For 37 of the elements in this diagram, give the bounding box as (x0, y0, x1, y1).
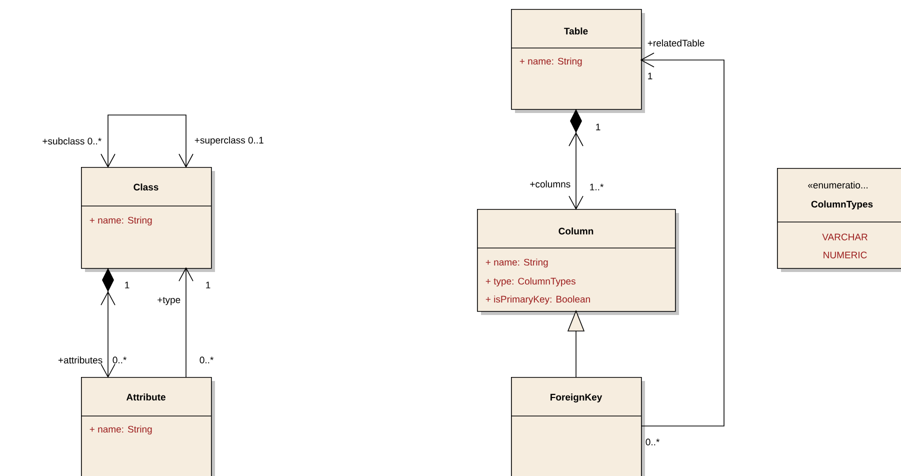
attribute-text: + name: String (520, 58, 582, 66)
enum-literal: NUMERIC (824, 252, 867, 258)
association-line (178, 267, 194, 378)
attribute-text: + name: String (486, 258, 548, 268)
class-name: ForeignKey (550, 394, 602, 402)
class-name: Table (564, 28, 588, 34)
role-label: +type (158, 296, 180, 306)
class-box (80, 167, 215, 272)
class-name: Column (558, 228, 594, 234)
class-name: ColumnTypes (811, 200, 873, 210)
class-name: Class (134, 184, 158, 190)
attribute-text: + name: String (90, 216, 152, 226)
enum-literal: VARCHAR (822, 234, 868, 240)
attribute-text: + type: ColumnTypes (486, 278, 576, 286)
role-label: 1 (125, 282, 130, 288)
association-line (100, 268, 116, 378)
role-label: 1..* (590, 184, 604, 190)
role-label: 1 (596, 124, 600, 130)
role-label: 0..* (200, 356, 214, 364)
stereotype-text: «enumeratio... (808, 182, 868, 188)
attribute-text: + name: String (90, 426, 152, 434)
class-box (476, 209, 679, 315)
class-name: Attribute (126, 394, 166, 400)
role-label: 1 (206, 282, 210, 288)
role-label: +attributes (58, 356, 102, 364)
class-box (510, 9, 645, 113)
role-label: 0..* (112, 356, 126, 364)
association-line (640, 52, 724, 426)
role-label: +subclass 0..* (42, 138, 102, 144)
class-box (510, 377, 645, 476)
association-line (568, 108, 584, 210)
class-box (80, 377, 215, 476)
attribute-text: + isPrimaryKey: Boolean (486, 296, 590, 304)
role-label: +superclass 0..1 (194, 136, 264, 146)
enumeration-box (776, 168, 901, 272)
role-label: +columns (530, 180, 570, 188)
association-line (100, 114, 194, 168)
